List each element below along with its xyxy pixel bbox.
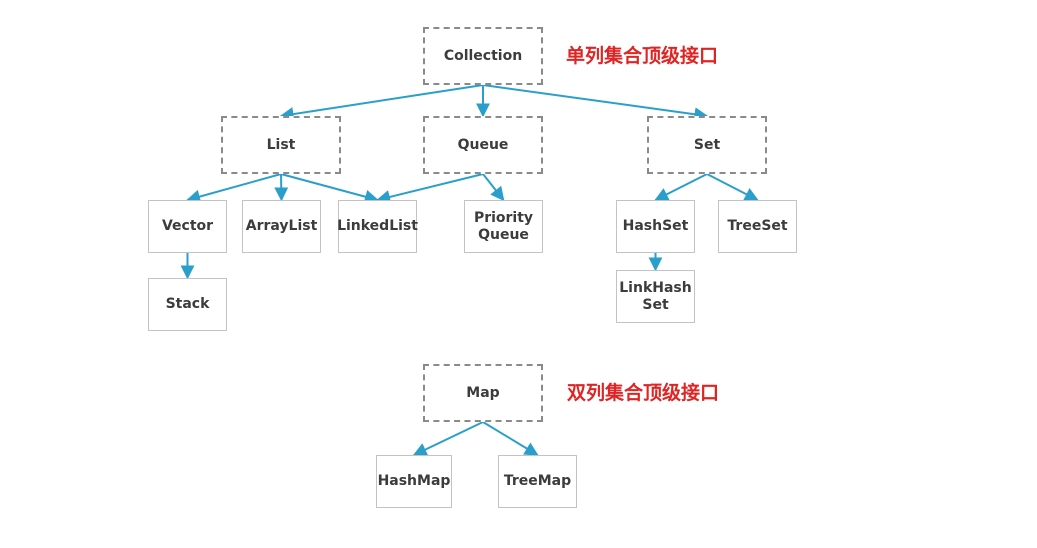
edge-list-to-arraylist <box>274 173 289 202</box>
node-list: List <box>221 116 341 174</box>
collection-caption: 单列集合顶级接口 <box>566 45 719 67</box>
node-queue: Queue <box>423 116 543 174</box>
node-priority-queue: Priority Queue <box>464 200 543 253</box>
node-collection: Collection <box>423 27 543 85</box>
edge-collection-to-set <box>482 84 709 122</box>
map-caption: 双列集合顶级接口 <box>567 382 720 404</box>
edge-collection-to-list <box>279 84 484 122</box>
node-stack: Stack <box>148 278 227 331</box>
node-map: Map <box>423 364 543 422</box>
edge-map-to-treemap <box>482 421 539 456</box>
edge-set-to-treeset <box>706 173 759 201</box>
edge-map-to-hashmap <box>412 421 484 456</box>
node-treeset: TreeSet <box>718 200 797 253</box>
node-treemap: TreeMap <box>498 455 577 508</box>
edge-list-to-linkedlist <box>280 173 379 204</box>
edge-queue-to-linkedlist <box>376 173 484 204</box>
node-linkedhashset: LinkHash Set <box>616 270 695 323</box>
node-arraylist: ArrayList <box>242 200 321 253</box>
node-hashmap: HashMap <box>376 455 452 508</box>
node-linkedlist: LinkedList <box>337 200 418 253</box>
node-vector: Vector <box>148 200 227 253</box>
edge-list-to-vector <box>186 173 282 204</box>
node-set: Set <box>647 116 767 174</box>
edge-set-to-hashset <box>654 173 708 201</box>
edge-queue-to-priorityqueue <box>482 173 505 202</box>
node-hashset: HashSet <box>616 200 695 253</box>
